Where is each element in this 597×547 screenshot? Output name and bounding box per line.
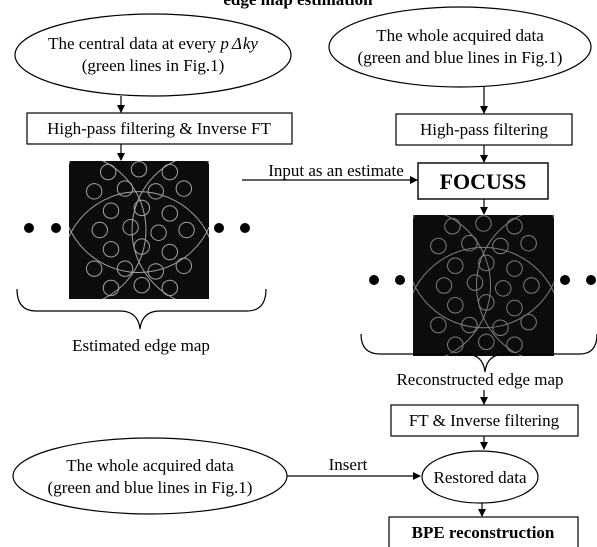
right-box-highpass	[395, 113, 573, 146]
right-ellipse-line1: The whole acquired data	[376, 26, 544, 45]
ft-inverse-label: FT & Inverse filtering	[409, 411, 560, 430]
insert-label: Insert	[329, 455, 368, 474]
bottom-input-ellipse	[12, 437, 288, 515]
right-input-ellipse	[328, 6, 592, 88]
ellipsis-dot	[240, 223, 250, 233]
right-box-label: High-pass filtering	[420, 120, 548, 139]
reconstructed-edge-map-label: Reconstructed edge map	[396, 370, 563, 389]
ft-inverse-box	[390, 404, 579, 437]
right-ellipse-line2: (green and blue lines in Fig.1)	[358, 48, 563, 67]
bottom-ellipse-line1: The whole acquired data	[66, 456, 234, 475]
ellipsis-dot	[586, 275, 596, 285]
focuss-box	[417, 162, 549, 200]
ellipsis-dot	[395, 275, 405, 285]
ellipsis-dot	[560, 275, 570, 285]
estimated-edge-map-label: Estimated edge map	[72, 336, 210, 355]
bpe-box	[388, 516, 579, 547]
left-box-highpass-ift	[26, 112, 293, 145]
estimated-brace	[16, 288, 267, 330]
ellipsis-dot	[214, 223, 224, 233]
bottom-ellipse-line2: (green and blue lines in Fig.1)	[48, 478, 253, 497]
left-input-ellipse	[14, 13, 292, 97]
ellipsis-dot	[24, 223, 34, 233]
reconstructed-edge-map-image	[413, 215, 554, 356]
ellipsis-dot	[369, 275, 379, 285]
input-estimate-label: Input as an estimate	[268, 161, 404, 180]
left-ellipse-line2: (green lines in Fig.1)	[82, 56, 225, 75]
bpe-label: BPE reconstruction	[412, 523, 555, 542]
restored-data-ellipse	[421, 450, 539, 504]
focuss-label: FOCUSS	[440, 169, 527, 194]
restored-data-label: Restored data	[434, 468, 527, 487]
reconstructed-brace	[360, 333, 597, 373]
ellipsis-dot	[51, 223, 61, 233]
left-box-label: High-pass filtering & Inverse FT	[47, 119, 271, 138]
title-partial: edge map estimation	[223, 0, 373, 9]
estimated-edge-map-image	[69, 161, 209, 299]
